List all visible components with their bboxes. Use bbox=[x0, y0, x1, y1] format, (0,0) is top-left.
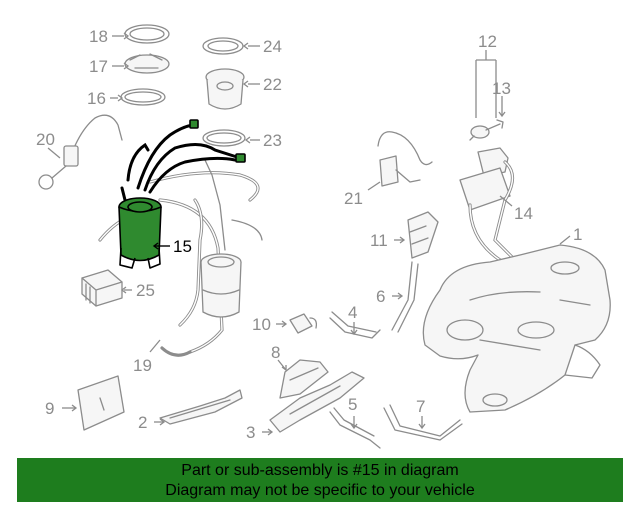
part-17-cap[interactable] bbox=[124, 53, 170, 74]
part-23-ring[interactable] bbox=[202, 129, 246, 147]
callout-3[interactable]: 3 bbox=[246, 423, 255, 442]
fuel-line-assembly bbox=[98, 159, 263, 357]
part-7-strap[interactable] bbox=[383, 404, 463, 441]
callout-17[interactable]: 17 bbox=[89, 57, 108, 76]
callout-24[interactable]: 24 bbox=[263, 37, 282, 56]
callout-12[interactable]: 12 bbox=[478, 32, 497, 51]
part-4-strap[interactable] bbox=[329, 311, 381, 339]
callouts: 18 17 16 24 22 23 20 15 25 19 12 13 14 1… bbox=[36, 27, 582, 442]
parts-diagram: 18 17 16 24 22 23 20 15 25 19 12 13 14 1… bbox=[36, 24, 611, 449]
callout-5[interactable]: 5 bbox=[348, 395, 357, 414]
part-24-ring[interactable] bbox=[202, 37, 244, 55]
callout-13[interactable]: 13 bbox=[492, 79, 511, 98]
callout-21[interactable]: 21 bbox=[344, 189, 363, 208]
banner-line-1: Part or sub-assembly is #15 in diagram bbox=[181, 462, 459, 479]
callout-19[interactable]: 19 bbox=[133, 356, 152, 375]
part-10-clip[interactable] bbox=[289, 313, 318, 334]
callout-18[interactable]: 18 bbox=[89, 27, 108, 46]
part-5-strap[interactable] bbox=[329, 407, 381, 449]
callout-9[interactable]: 9 bbox=[45, 399, 54, 418]
callout-10[interactable]: 10 bbox=[252, 315, 271, 334]
callout-15[interactable]: 15 bbox=[173, 237, 192, 256]
part-18-seal[interactable] bbox=[124, 24, 170, 44]
callout-7[interactable]: 7 bbox=[416, 397, 425, 416]
callout-1[interactable]: 1 bbox=[573, 225, 582, 244]
callout-4[interactable]: 4 bbox=[348, 303, 357, 322]
part-6-strap[interactable] bbox=[391, 261, 419, 333]
callout-22[interactable]: 22 bbox=[263, 75, 282, 94]
callout-25[interactable]: 25 bbox=[136, 281, 155, 300]
callout-23[interactable]: 23 bbox=[263, 131, 282, 150]
part-8-shield[interactable] bbox=[279, 359, 329, 399]
banner-line-2: Diagram may not be specific to your vehi… bbox=[165, 482, 475, 499]
part-20-sensor[interactable] bbox=[38, 114, 123, 190]
callout-16[interactable]: 16 bbox=[87, 89, 106, 108]
part-13-valve[interactable] bbox=[469, 119, 504, 141]
part-1-fuel-tank[interactable] bbox=[422, 244, 611, 413]
part-3-shield[interactable] bbox=[269, 371, 365, 433]
part-15-fuel-pump[interactable] bbox=[118, 119, 246, 269]
callout-6[interactable]: 6 bbox=[376, 287, 385, 306]
callout-14[interactable]: 14 bbox=[514, 204, 533, 223]
part-9-panel[interactable] bbox=[77, 375, 125, 431]
info-banner: Part or sub-assembly is #15 in diagram D… bbox=[17, 458, 623, 502]
part-25-module[interactable] bbox=[81, 269, 123, 307]
part-14-filler-neck[interactable] bbox=[459, 147, 542, 292]
callout-11[interactable]: 11 bbox=[370, 231, 388, 250]
part-16-ring[interactable] bbox=[120, 88, 166, 106]
callout-2[interactable]: 2 bbox=[138, 413, 147, 432]
part-2-shield[interactable] bbox=[159, 389, 243, 425]
part-21-bracket[interactable] bbox=[377, 131, 433, 187]
part-22-sender[interactable] bbox=[205, 68, 245, 110]
secondary-canister bbox=[200, 253, 242, 318]
callout-20[interactable]: 20 bbox=[36, 130, 55, 149]
part-11-bracket[interactable] bbox=[407, 211, 439, 259]
callout-8[interactable]: 8 bbox=[271, 343, 280, 362]
